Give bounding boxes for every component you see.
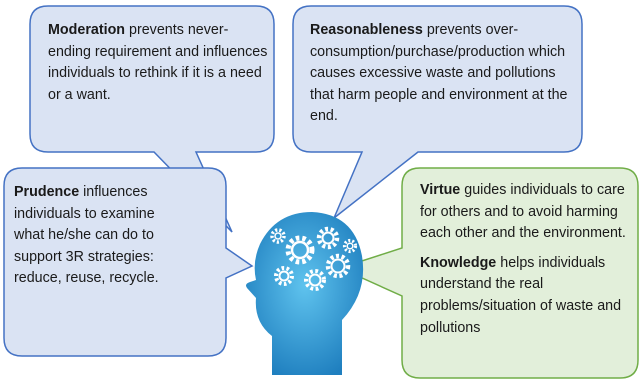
gear-icon [342, 238, 358, 254]
gear-icon [270, 228, 286, 244]
gear-icon [316, 226, 340, 250]
gear-icon [285, 235, 315, 265]
virtue-paragraph: Virtue guides individuals to care for ot… [420, 180, 632, 245]
reasonableness-text: Reasonableness prevents over-consumption… [310, 20, 572, 128]
reasonableness-body: prevents over-consumption/purchase/produ… [310, 22, 568, 125]
gear-icon [274, 266, 294, 286]
knowledge-body: helps individuals understand the real pr… [420, 254, 622, 336]
prudence-body: influences individuals to examine what h… [14, 184, 159, 287]
head-silhouette [246, 212, 364, 375]
head-with-gears-icon [246, 212, 364, 375]
prudence-bubble [3, 167, 254, 357]
reasonableness-term: Reasonableness [310, 22, 423, 38]
knowledge-paragraph: Knowledge helps individuals understand t… [420, 253, 632, 339]
knowledge-term: Knowledge [420, 254, 497, 271]
moderation-term: Moderation [48, 22, 126, 38]
virtue-body: guides individuals to care for others an… [420, 182, 626, 242]
gear-icon [304, 269, 326, 291]
moderation-body: prevents never-ending requirement and in… [48, 22, 268, 103]
prudence-term: Prudence [14, 184, 80, 200]
prudence-text: Prudence influences individuals to exami… [14, 182, 186, 290]
gear-icon [325, 253, 351, 279]
virtue-knowledge-text: Virtue guides individuals to care for ot… [420, 180, 632, 339]
virtue-term: Virtue [420, 182, 461, 198]
reasonableness-bubble [292, 5, 583, 219]
moderation-text: Moderation prevents never-ending require… [48, 20, 270, 106]
virtue-knowledge-bubble [337, 167, 639, 379]
